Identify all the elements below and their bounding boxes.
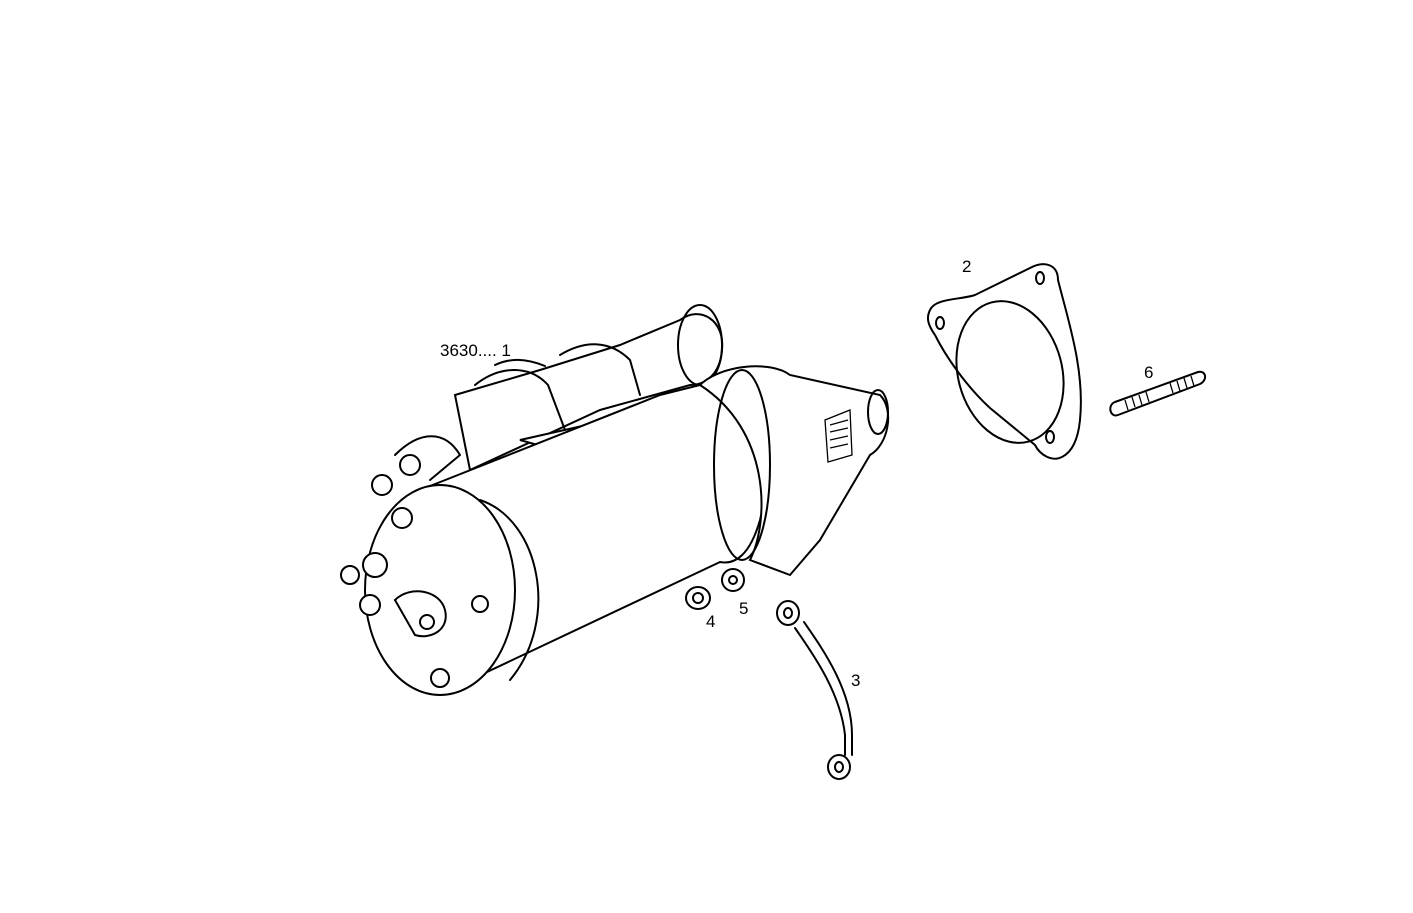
leader-line (494, 358, 546, 367)
callout-part-4: 4 (706, 612, 716, 631)
ground-cable-part (776, 600, 853, 780)
callout-part-3: 3 (851, 671, 861, 690)
stud-part (1109, 370, 1206, 417)
nut-part (685, 586, 711, 610)
washer-part (721, 568, 745, 592)
callout-part-6: 6 (1144, 363, 1154, 382)
callout-part-5: 5 (739, 599, 749, 618)
gasket-part (926, 263, 1082, 460)
callout-part-2: 2 (962, 257, 972, 276)
starter-motor-part (340, 304, 890, 696)
callout-part-1: 3630.... 1 (440, 341, 511, 360)
